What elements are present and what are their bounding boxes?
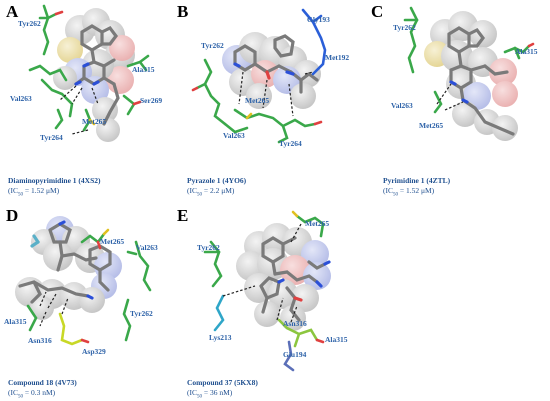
panel-b-caption: Pyrazole 1 (4YO6): [187, 176, 247, 185]
panel-b: B: [175, 0, 365, 200]
panel-a-letter: A: [6, 2, 19, 21]
label-met265-b: Met265: [245, 96, 269, 105]
label-gly193-b: Gly193: [307, 15, 330, 24]
label-tyr264-a: Tyr264: [40, 133, 63, 142]
panel-c-ic50: (IC50 = 1.52 μM): [383, 186, 435, 198]
panel-e: E: [175, 202, 375, 401]
panel-a-ic50: (IC50 = 1.52 μM): [8, 186, 60, 198]
label-tyr262-c: Tyr262: [393, 23, 416, 32]
panel-c: C: [365, 0, 550, 200]
label-glu194-e: Glu194: [283, 350, 307, 359]
panel-d-structure: Met265 Val263 Tyr262 Ala315 Asn316 Asp32…: [4, 216, 158, 356]
panel-c-letter: C: [371, 2, 384, 21]
panel-e-structure: Met265 Tyr262 Lys213 Asn316 Ala315 Glu19…: [197, 210, 348, 372]
label-tyr262-a: Tyr262: [18, 19, 41, 28]
panel-e-caption: Compound 37 (5KX8): [187, 378, 258, 387]
panel-d: D: [0, 202, 180, 401]
label-tyr262-d: Tyr262: [130, 309, 153, 318]
panel-c-structure: Tyr262 Ala315 Val263 Met265: [391, 6, 538, 141]
panel-d-letter: D: [6, 206, 19, 225]
label-ala315-e: Ala315: [325, 335, 348, 344]
label-ala315-a: Ala315: [132, 65, 155, 74]
panel-a: A: [0, 0, 180, 200]
panel-e-letter: E: [177, 206, 189, 225]
label-met265-d: Met265: [100, 237, 124, 246]
label-val263-b: Val263: [223, 131, 245, 140]
panel-e-surface: [236, 223, 331, 331]
panel-b-ic50: (IC50 = 2.2 μM): [187, 186, 235, 198]
label-val263-d: Val263: [136, 243, 158, 252]
label-tyr264-b: Tyr264: [279, 139, 302, 148]
label-asn316-e: Asn316: [283, 319, 307, 328]
label-met192-b: Met192: [325, 53, 349, 62]
label-met265-c: Met265: [419, 121, 443, 130]
label-tyr262-e: Tyr262: [197, 243, 220, 252]
panel-a-structure: Tyr262 Ala315 Val263 Ser269 Met265 Tyr26…: [10, 4, 162, 142]
label-lys213-e: Lys213: [209, 333, 232, 342]
label-tyr262-b: Tyr262: [201, 41, 224, 50]
panel-b-letter: B: [177, 2, 189, 21]
label-val263-c: Val263: [391, 101, 413, 110]
panel-b-structure: Gly193 Met192 Tyr262 Met265 Val263 Tyr26…: [191, 8, 349, 148]
label-ser269-a: Ser269: [140, 96, 162, 105]
label-met265-a: Met265: [82, 117, 106, 126]
label-met265-e: Met265: [305, 219, 329, 228]
panel-d-ic50: (IC50 = 0.3 nM): [8, 388, 56, 400]
panel-a-caption: Diaminopyrimidine 1 (4XS2): [8, 176, 101, 185]
label-ala315-c: Ala315: [515, 47, 538, 56]
label-ala315-d: Ala315: [4, 317, 27, 326]
panel-a-hbonds: [59, 85, 99, 135]
label-val263-a: Val263: [10, 94, 32, 103]
panel-c-caption: Pyrimidine 1 (4ZTL): [383, 176, 451, 185]
panel-d-caption: Compound 18 (4V73): [8, 378, 77, 387]
label-asp329-d: Asp329: [82, 347, 106, 356]
panel-e-ic50: (IC50 = 36 nM): [187, 388, 233, 400]
label-asn316-d: Asn316: [28, 336, 52, 345]
